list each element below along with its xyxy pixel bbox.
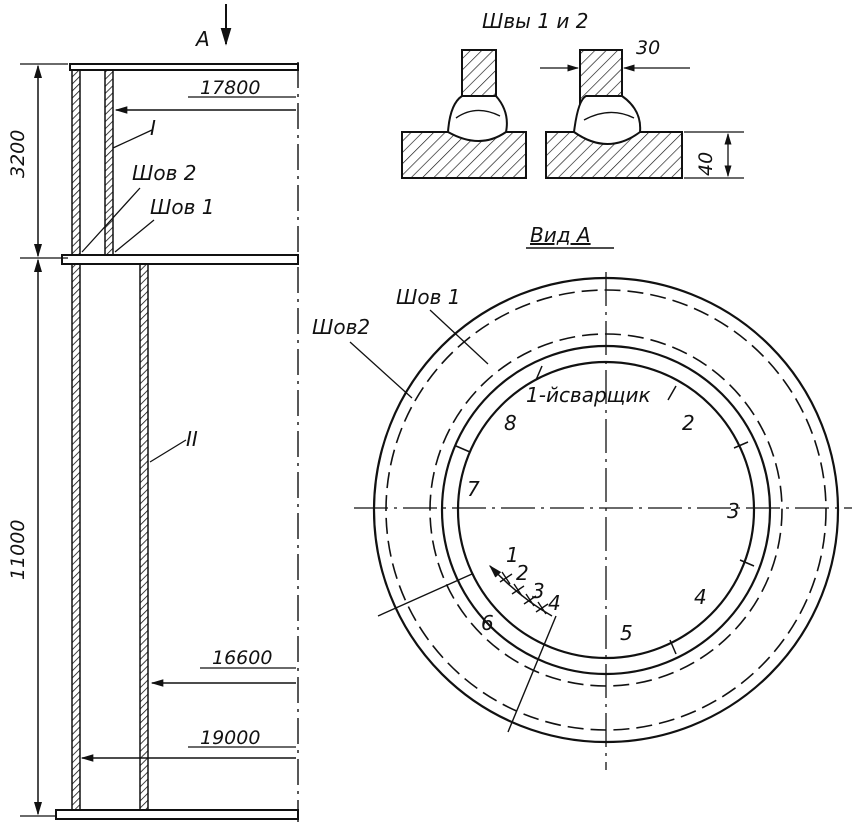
view-marker-label: A xyxy=(194,27,210,51)
view-a-weld-2-label: Шов2 xyxy=(312,315,370,339)
sequence-leader xyxy=(507,615,557,733)
section-upper-label: I xyxy=(150,116,156,140)
segment-3-label: 3 xyxy=(727,499,740,523)
lower-inner-wall xyxy=(139,263,149,811)
diameter-mid-label: 16600 xyxy=(212,647,272,669)
sequence-1-label: 1 xyxy=(506,543,519,567)
top-cap xyxy=(69,63,299,71)
segment-ticks xyxy=(455,365,755,655)
weld-bead-left xyxy=(446,95,508,142)
segment-4-label: 4 xyxy=(694,585,707,609)
thickness-label: 40 xyxy=(695,152,717,176)
height-lower-label: 11000 xyxy=(7,520,29,580)
weld-1-label: Шов 1 xyxy=(150,195,215,219)
outer-ring xyxy=(372,276,840,744)
weld-2-label: Шов 2 xyxy=(132,161,197,185)
view-a-title: Вид А xyxy=(530,223,591,247)
segment-6-label: 6 xyxy=(481,611,494,635)
elevation-view: A 3200 11000 17800 I Шов 2 Шов 1 xyxy=(7,4,299,822)
upper-outer-wall xyxy=(71,69,81,256)
section-lower-label: II xyxy=(186,427,198,451)
inner-ring xyxy=(456,360,756,660)
sequence-crosses xyxy=(499,571,549,615)
segment-7-label: 7 xyxy=(467,477,480,501)
upper-inner-wall xyxy=(104,69,114,256)
weld-detail: Швы 1 и 2 30 40 xyxy=(401,9,744,179)
segment-5-label: 5 xyxy=(620,621,633,645)
weld-2-leader xyxy=(81,187,141,253)
weld-2-ring xyxy=(385,289,827,731)
base-plate-left xyxy=(401,131,527,179)
segment-2-label: 2 xyxy=(682,411,695,435)
weld-width-label: 30 xyxy=(636,37,660,59)
middle-ring xyxy=(440,344,772,676)
weld-bead-right xyxy=(572,95,642,145)
view-a-weld-1-label: Шов 1 xyxy=(396,285,461,309)
base-flange xyxy=(55,809,299,820)
weld-detail-title: Швы 1 и 2 xyxy=(482,9,588,33)
segment-boundary-line xyxy=(377,573,473,617)
sequence-4-label: 4 xyxy=(548,591,561,615)
sequence-2-label: 2 xyxy=(516,561,529,585)
middle-flange xyxy=(61,254,299,265)
diameter-base-label: 19000 xyxy=(200,727,260,749)
weld-1-leader xyxy=(114,219,155,253)
view-a-weld-2-leader xyxy=(349,341,413,399)
segment-8-label: 8 xyxy=(504,411,517,435)
lower-outer-wall xyxy=(71,263,81,811)
height-upper-label: 3200 xyxy=(7,130,29,178)
base-plate-right xyxy=(545,131,683,179)
sequence-3-label: 3 xyxy=(532,579,545,603)
welder-label: 1-йсварщик xyxy=(526,383,651,407)
view-a-weld-1-leader xyxy=(429,309,489,365)
weld-1-ring xyxy=(429,333,783,687)
plan-view-a: Вид А 2 3 4 5 6 7 8 1-йсварщик Шов 1 xyxy=(312,223,852,770)
diameter-upper-label: 17800 xyxy=(200,77,260,99)
